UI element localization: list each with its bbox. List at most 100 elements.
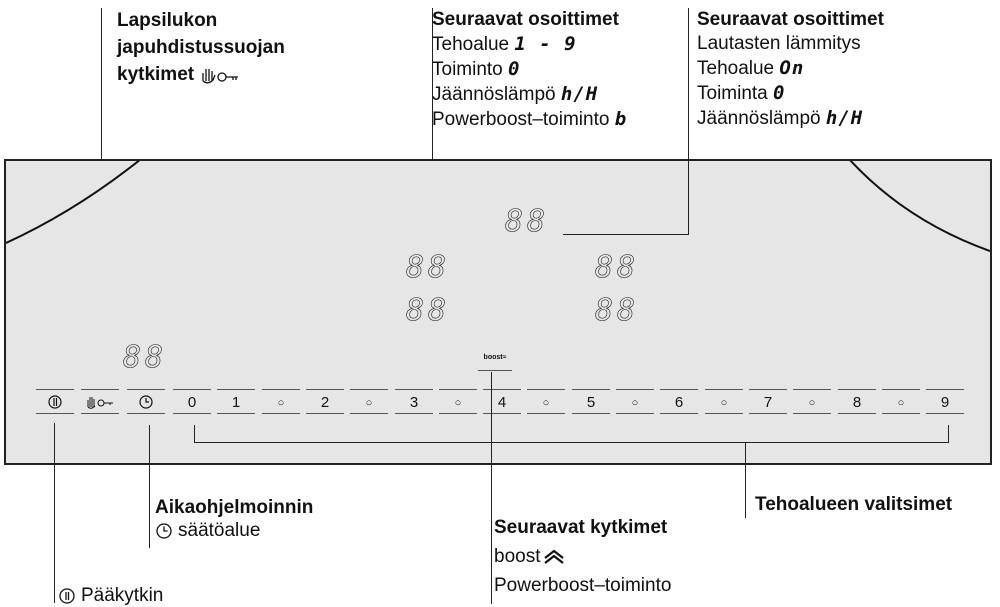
level-key-7[interactable]: 7 — [763, 394, 773, 411]
timer-leader — [149, 425, 150, 548]
indicator-2-code: 0 — [508, 58, 521, 80]
timer-callout-subtitle: säätöalue — [178, 520, 261, 541]
indicator-7-text: Toiminta — [697, 83, 768, 104]
double-chevron-up-icon: ≈ — [502, 354, 507, 361]
indicators-1-title: Seuraavat osoittimet — [432, 9, 619, 30]
level-bracket-left — [194, 425, 195, 443]
key-line-lock-top — [81, 389, 119, 390]
level-key-intermediate[interactable]: ○ — [631, 397, 639, 409]
level-selectors-callout: Tehoalueen valitsimet — [755, 494, 953, 515]
double-chevron-up-icon — [542, 549, 566, 565]
level-key-line-top — [217, 389, 255, 390]
indicator-3-code: h/H — [560, 83, 599, 105]
level-key-3[interactable]: 3 — [409, 394, 419, 411]
main-power-key[interactable] — [37, 392, 73, 412]
key-line-lock-bottom — [81, 413, 119, 414]
main-switch-text: Pääkytkin — [81, 585, 164, 606]
level-key-line-bottom — [262, 413, 300, 414]
display-right-upper: 88 — [595, 250, 640, 285]
level-key-line-top — [173, 389, 211, 390]
level-key-0[interactable]: 0 — [187, 394, 197, 411]
level-key-line-top — [793, 389, 831, 390]
display-right-lower: 88 — [595, 293, 640, 328]
level-key-1[interactable]: 1 — [231, 394, 241, 411]
power-icon — [58, 587, 76, 605]
indicator-2-text: Toiminto — [432, 59, 503, 80]
key-line-timer-top — [127, 389, 165, 390]
level-key-line-bottom — [926, 413, 964, 414]
level-key-line-bottom — [616, 413, 654, 414]
level-key-intermediate[interactable]: ○ — [897, 397, 905, 409]
level-key-line-top — [660, 389, 698, 390]
timer-callout-title: Aikaohjelmoinnin — [155, 497, 314, 518]
level-key-8[interactable]: 8 — [852, 394, 862, 411]
cooking-zone-arcs — [6, 161, 990, 252]
level-key-line-bottom — [306, 413, 344, 414]
level-key-intermediate[interactable]: ○ — [277, 397, 285, 409]
level-key-line-top — [483, 389, 521, 390]
level-key-line-top — [838, 389, 876, 390]
level-key-line-top — [527, 389, 565, 390]
level-key-line-bottom — [882, 413, 920, 414]
level-key-line-bottom — [572, 413, 610, 414]
level-key-line-top — [749, 389, 787, 390]
level-key-intermediate[interactable]: ○ — [542, 397, 550, 409]
level-key-line-top — [395, 389, 433, 390]
level-key-line-top — [350, 389, 388, 390]
indicator-8-text: Jäännöslämpö — [697, 108, 821, 129]
level-key-line-bottom — [483, 413, 521, 414]
child-lock-callout: Lapsilukon japuhdistussuojan kytkimet — [117, 7, 285, 88]
cooktop-control-panel — [4, 159, 992, 465]
level-key-line-bottom — [660, 413, 698, 414]
indicators-2-leader-h — [563, 234, 688, 235]
display-left-upper: 88 — [406, 250, 451, 285]
level-key-line-top — [705, 389, 743, 390]
display-left-lower: 88 — [406, 293, 451, 328]
hand-key-icon — [82, 392, 118, 412]
timer-callout: Aikaohjelmoinnin säätöalue — [155, 496, 313, 542]
display-top: 88 — [505, 204, 550, 239]
switches-callout: Seuraavat kytkimet boost Powerboost–toim… — [494, 513, 671, 600]
indicator-5-text: Lautasten lämmitys — [697, 33, 861, 54]
indicator-8-code: h/H — [825, 107, 864, 129]
level-bracket-h — [194, 442, 949, 443]
level-key-line-top — [439, 389, 477, 390]
indicator-6-text: Tehoalue — [697, 58, 775, 79]
switches-callout-title: Seuraavat kytkimet — [494, 517, 668, 538]
indicator-4-text: Powerboost–toiminto — [432, 109, 610, 130]
child-lock-line-1: Lapsilukon — [117, 10, 218, 31]
level-key-line-bottom — [217, 413, 255, 414]
indicator-3-text: Jäännöslämpö — [432, 84, 556, 105]
level-key-intermediate[interactable]: ○ — [454, 397, 462, 409]
key-line-power-top — [36, 389, 74, 390]
indicators-1-leader — [432, 8, 433, 256]
clock-icon — [155, 522, 173, 540]
child-lock-line-2: japuhdistussuojan — [117, 37, 285, 58]
level-key-intermediate[interactable]: ○ — [365, 397, 373, 409]
level-key-intermediate[interactable]: ○ — [808, 397, 816, 409]
level-leader — [745, 442, 746, 518]
key-line-timer-bottom — [127, 413, 165, 414]
power-icon — [37, 392, 73, 412]
level-key-4[interactable]: 4 — [497, 394, 507, 411]
level-key-line-bottom — [350, 413, 388, 414]
indicator-4-code: b — [614, 108, 628, 130]
key-line-power-bottom — [36, 413, 74, 414]
hand-key-icon — [200, 65, 240, 85]
switches-powerboost-text: Powerboost–toiminto — [494, 575, 672, 596]
level-key-line-bottom — [173, 413, 211, 414]
boost-underline — [478, 370, 512, 371]
level-key-2[interactable]: 2 — [320, 394, 330, 411]
level-key-intermediate[interactable]: ○ — [720, 397, 728, 409]
level-key-6[interactable]: 6 — [674, 394, 684, 411]
timer-key[interactable] — [128, 392, 164, 412]
indicators-callout-1: Seuraavat osoittimet Tehoalue 1 - 9 Toim… — [432, 8, 627, 132]
power-leader — [54, 423, 55, 603]
level-key-5[interactable]: 5 — [586, 394, 596, 411]
level-key-9[interactable]: 9 — [940, 394, 950, 411]
boost-button[interactable]: boost≈ — [480, 351, 510, 369]
child-lock-key[interactable] — [82, 392, 118, 412]
display-timer: 88 — [123, 340, 168, 375]
indicators-callout-2: Seuraavat osoittimet Lautasten lämmitys … — [697, 8, 884, 131]
level-bracket-right — [948, 425, 949, 443]
